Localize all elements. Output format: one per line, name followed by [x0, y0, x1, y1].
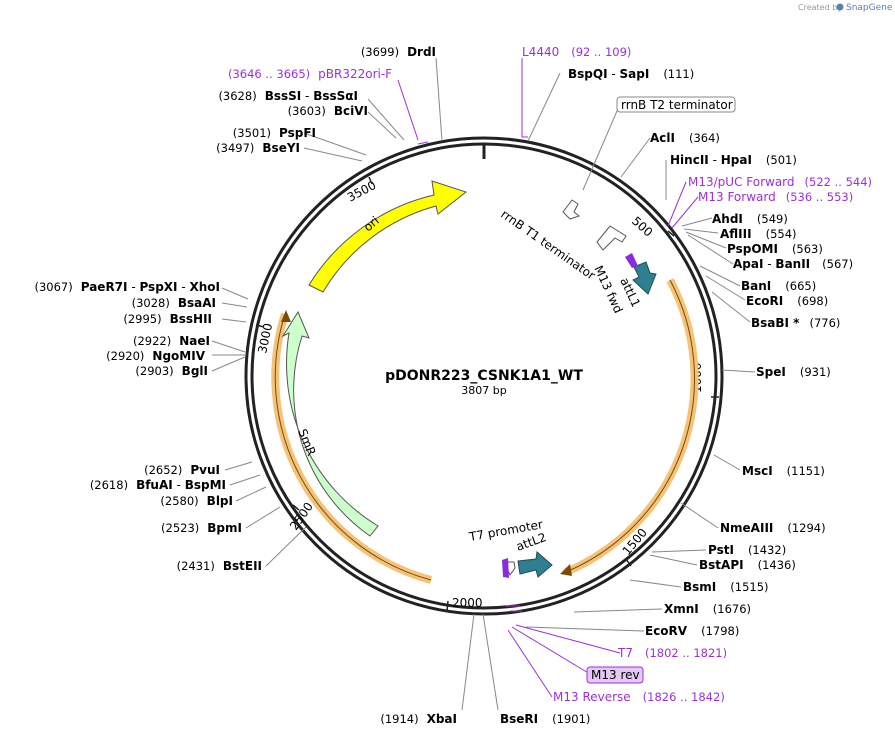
primer-pbr322ori-f[interactable]: (3646 .. 3665)pBR322ori-F	[228, 67, 392, 81]
tick-mark-2000	[446, 600, 449, 612]
feature-smr[interactable]	[281, 310, 379, 537]
tick-mark-500	[667, 230, 675, 237]
enzyme-ngomiv[interactable]: (2920)NgoMIV	[106, 349, 206, 363]
feature-m13-fwd[interactable]	[625, 253, 638, 268]
enzyme-bseri[interactable]: BseRI(1901)	[500, 712, 590, 726]
feature-rrnb-t1[interactable]	[596, 225, 627, 251]
enzyme-xmni[interactable]: XmnI(1676)	[664, 602, 751, 616]
primer-m13-rev-box[interactable]	[586, 666, 644, 684]
plasmid-name: pDONR223_CSNK1A1_WT	[385, 368, 583, 384]
feature-insert-right-core	[565, 279, 695, 573]
leader-lines	[211, 57, 756, 711]
credit-created-by: Created by	[798, 3, 842, 12]
backbone	[244, 136, 724, 616]
tick-3500: 3500	[345, 178, 379, 205]
enzyme-bpmi[interactable]: (2523)BpmI	[161, 521, 242, 535]
credit-brand: SnapGene	[846, 3, 893, 13]
enzyme-nmeaiii[interactable]: NmeAIII(1294)	[720, 521, 826, 535]
enzyme-bcivi[interactable]: (3603)BciVI	[288, 104, 368, 118]
enzyme-labels-right: BspQI - SapI(111) AclI(364) HincII - Hpa…	[500, 67, 853, 726]
enzyme-bani[interactable]: BanI(665)	[741, 279, 816, 293]
enzyme-ahdi[interactable]: AhdI(549)	[712, 212, 788, 226]
insert-arrowhead-left	[281, 310, 291, 322]
tick-mark-2500	[292, 504, 300, 511]
feature-smr-label: SmR	[295, 427, 318, 458]
primer-leader-lines	[397, 58, 699, 698]
tick-mark-1500	[625, 558, 632, 567]
rrnb-t2-label-group: rrnB T2 terminator	[616, 96, 736, 113]
enzyme-bsmi[interactable]: BsmI(1515)	[683, 580, 769, 594]
snapgene-credit: Created by SnapGene	[798, 3, 893, 13]
backbone-inner-strand	[250, 142, 718, 610]
enzyme-bgli[interactable]: (2903)BglI	[135, 364, 208, 378]
enzyme-apai-banii[interactable]: ApaI - BanII(567)	[733, 257, 853, 271]
enzyme-bsshii[interactable]: (2995)BssHII	[123, 312, 212, 326]
enzyme-blpi[interactable]: (2580)BlpI	[160, 494, 233, 508]
enzyme-bseyi[interactable]: (3497)BseYI	[216, 141, 300, 155]
feature-attl1[interactable]	[632, 261, 657, 295]
enzyme-spei[interactable]: SpeI(931)	[756, 365, 831, 379]
feature-rrnb-t2[interactable]	[562, 199, 581, 220]
feature-rrnb-t1-label: rrnB T1 terminator	[498, 207, 598, 283]
enzyme-psti[interactable]: PstI(1432)	[708, 543, 786, 557]
insert-arrowhead-right	[560, 564, 572, 576]
plasmid-size: 3807 bp	[461, 384, 506, 397]
enzyme-hincii-hpai[interactable]: HincII - HpaI(501)	[670, 153, 797, 167]
enzyme-labels-left: (3699)DrdI (3628)BssSI - BssSαI (3603)Bc…	[34, 45, 457, 726]
enzyme-pspfi[interactable]: (3501)PspFI	[233, 126, 316, 140]
enzyme-acli[interactable]: AclI(364)	[650, 131, 720, 145]
enzyme-naei[interactable]: (2922)NaeI	[133, 334, 210, 348]
tick-mark-3000	[255, 324, 265, 328]
enzyme-bsaai[interactable]: (3028)BsaAI	[132, 296, 216, 310]
enzyme-ecori[interactable]: EcoRI(698)	[746, 294, 828, 308]
primer-l4440[interactable]: L4440(92 .. 109)	[522, 45, 631, 59]
primer-m13-rev[interactable]: M13 rev	[591, 668, 640, 682]
enzyme-ecorv[interactable]: EcoRV(1798)	[645, 624, 739, 638]
tick-2000: 2000	[452, 596, 483, 610]
primer-m13-reverse[interactable]: M13 Reverse(1826 .. 1842)	[553, 690, 725, 704]
snapgene-logo-icon	[836, 3, 844, 11]
tick-500: 500	[629, 214, 655, 240]
feature-insert-left-core	[274, 313, 432, 581]
enzyme-bspqi-sapi[interactable]: BspQI - SapI(111)	[568, 67, 694, 81]
feature-ori[interactable]	[308, 180, 468, 293]
feature-insert-right[interactable]	[564, 278, 699, 576]
center-title: pDONR223_CSNK1A1_WT 3807 bp	[385, 368, 583, 397]
primer-labels: L4440(92 .. 109) (3646 .. 3665)pBR322ori…	[228, 45, 872, 704]
tick-mark-3500	[368, 176, 373, 185]
enzyme-bstapi[interactable]: BstAPI(1436)	[699, 558, 796, 572]
enzyme-afliii[interactable]: AflIII(554)	[720, 227, 797, 241]
enzyme-pvui[interactable]: (2652)PvuI	[144, 463, 220, 477]
enzyme-xbai[interactable]: (1914)XbaI	[380, 712, 457, 726]
enzyme-paer7i-pspxi-xhoi[interactable]: (3067)PaeR7I - PspXI - XhoI	[34, 280, 220, 294]
enzyme-msci[interactable]: MscI(1151)	[742, 464, 825, 478]
feature-m13-rev[interactable]	[502, 558, 509, 578]
enzyme-bsssi-bssssi[interactable]: (3628)BssSI - BssSαI	[218, 89, 358, 103]
enzyme-drdi[interactable]: (3699)DrdI	[361, 45, 436, 59]
rrnb-t2-label: rrnB T2 terminator	[621, 98, 733, 112]
primer-m13-forward[interactable]: M13 Forward(536 .. 553)	[698, 190, 853, 204]
tick-3000: 3000	[255, 322, 275, 355]
feature-attl2[interactable]	[517, 551, 553, 578]
enzyme-bsteii[interactable]: (2431)BstEII	[177, 559, 262, 573]
enzyme-pspomi[interactable]: PspOMI(563)	[727, 242, 823, 256]
enzyme-bsabi[interactable]: BsaBI *(776)	[751, 316, 840, 330]
enzyme-bfuai-bspmi[interactable]: (2618)BfuAI - BspMI	[90, 478, 226, 492]
rrnb-t2-label-box[interactable]	[616, 96, 736, 113]
primer-m13-puc-forward[interactable]: M13/pUC Forward(522 .. 544)	[688, 175, 872, 189]
primer-t7[interactable]: T7(1802 .. 1821)	[617, 646, 727, 660]
backbone-outer-strand	[244, 136, 724, 616]
